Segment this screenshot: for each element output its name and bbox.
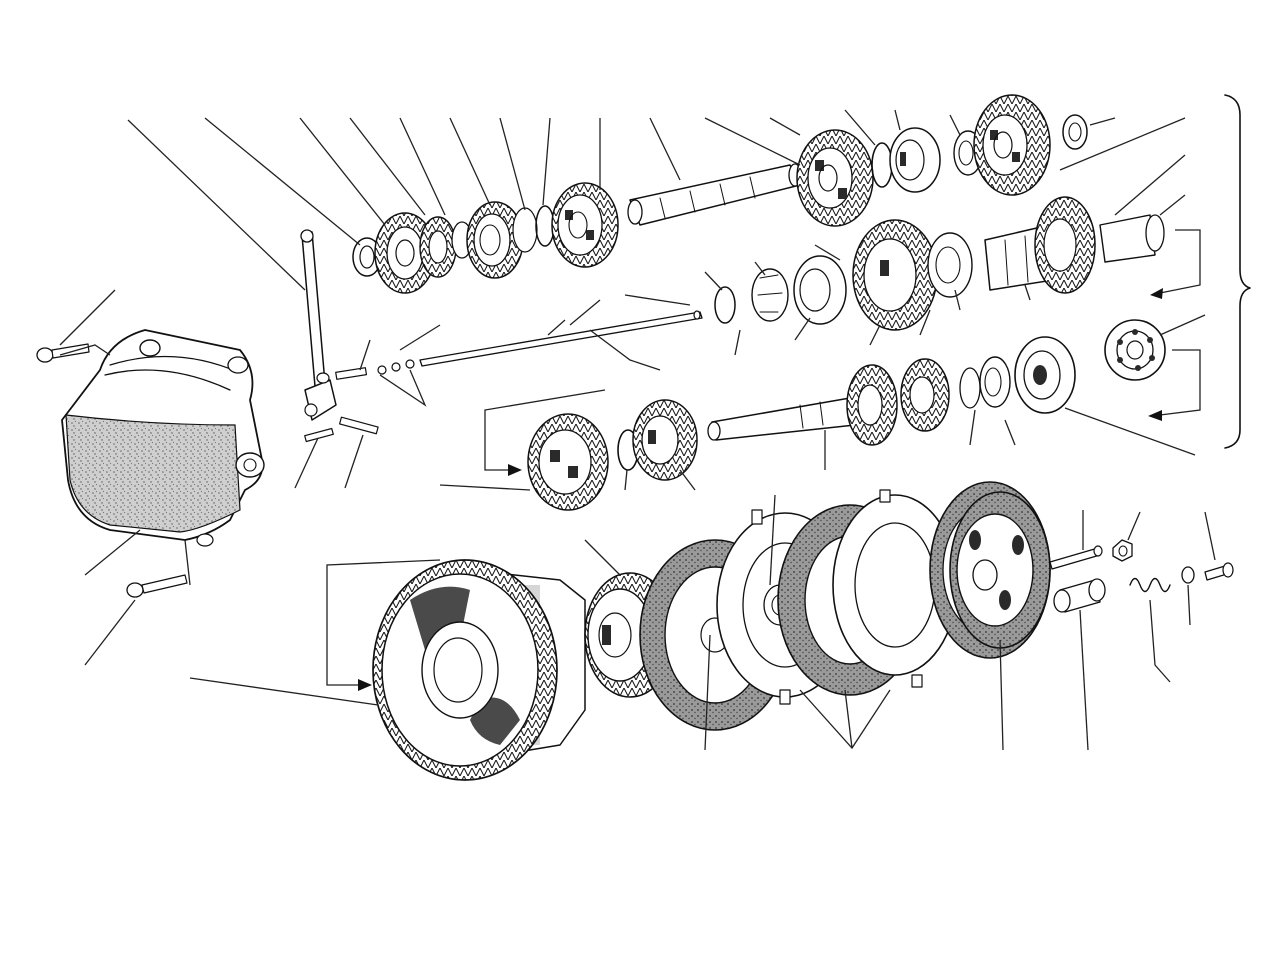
selector-rods	[335, 310, 703, 380]
mainshaft-top-gears	[796, 94, 1088, 227]
cover-screw-top	[36, 343, 90, 363]
gear-lower-shaft-b	[900, 358, 950, 432]
ball-bearing-right	[1104, 319, 1166, 381]
gear-second-layshaft	[419, 216, 457, 278]
clutch-spring	[1129, 577, 1171, 593]
ball-bearing-lower	[1014, 336, 1076, 414]
dog-gear-middle	[793, 255, 847, 325]
clutch-basket-gear	[372, 559, 586, 781]
needle-roller-bearing	[751, 268, 789, 322]
gear-lower-shaft-a	[846, 364, 898, 446]
gear-lower-second	[632, 399, 698, 481]
roller-bearing-lower	[979, 356, 1011, 408]
layshaft-gear-cluster	[352, 182, 619, 294]
gearbox-cover	[61, 329, 265, 547]
clutch-nut	[1112, 539, 1133, 562]
gear-third-layshaft	[466, 201, 524, 279]
bush-right	[1099, 214, 1165, 263]
assembly-arrows	[326, 229, 1201, 691]
bush-flanged	[889, 127, 941, 193]
gear-sliding-dog	[796, 129, 874, 227]
spring-stud	[1049, 545, 1103, 570]
shim-washer	[871, 142, 893, 188]
lower-mainshaft	[707, 336, 1076, 446]
gear-first-layshaft	[374, 212, 436, 294]
splined-layshaft	[627, 163, 802, 226]
selector-lever	[300, 229, 337, 421]
adjusting-screw	[1204, 562, 1234, 581]
leader-lines	[59, 109, 1216, 751]
gear-lower-left	[527, 413, 609, 511]
spring-cup	[1053, 578, 1106, 613]
mainshaft-middle-assembly	[714, 196, 1165, 331]
gear-top-right	[973, 94, 1051, 196]
gear-fourth-layshaft	[551, 182, 619, 268]
gear-middle-large	[852, 219, 938, 331]
assembly-bracket	[1224, 94, 1251, 449]
circlip-middle	[714, 286, 736, 324]
pins	[304, 416, 379, 443]
thrust-washer-right	[1062, 114, 1088, 150]
pressure-plate	[949, 491, 1051, 649]
gear-middle-medium	[927, 232, 973, 298]
arrow-head-icon	[1150, 288, 1163, 299]
cover-screw-bottom	[126, 574, 188, 598]
washer-small	[1181, 566, 1195, 584]
clutch-plate-steel-2	[832, 489, 958, 688]
lower-mainshaft-gears-left	[527, 399, 698, 511]
gear-middle-right	[1034, 196, 1096, 294]
